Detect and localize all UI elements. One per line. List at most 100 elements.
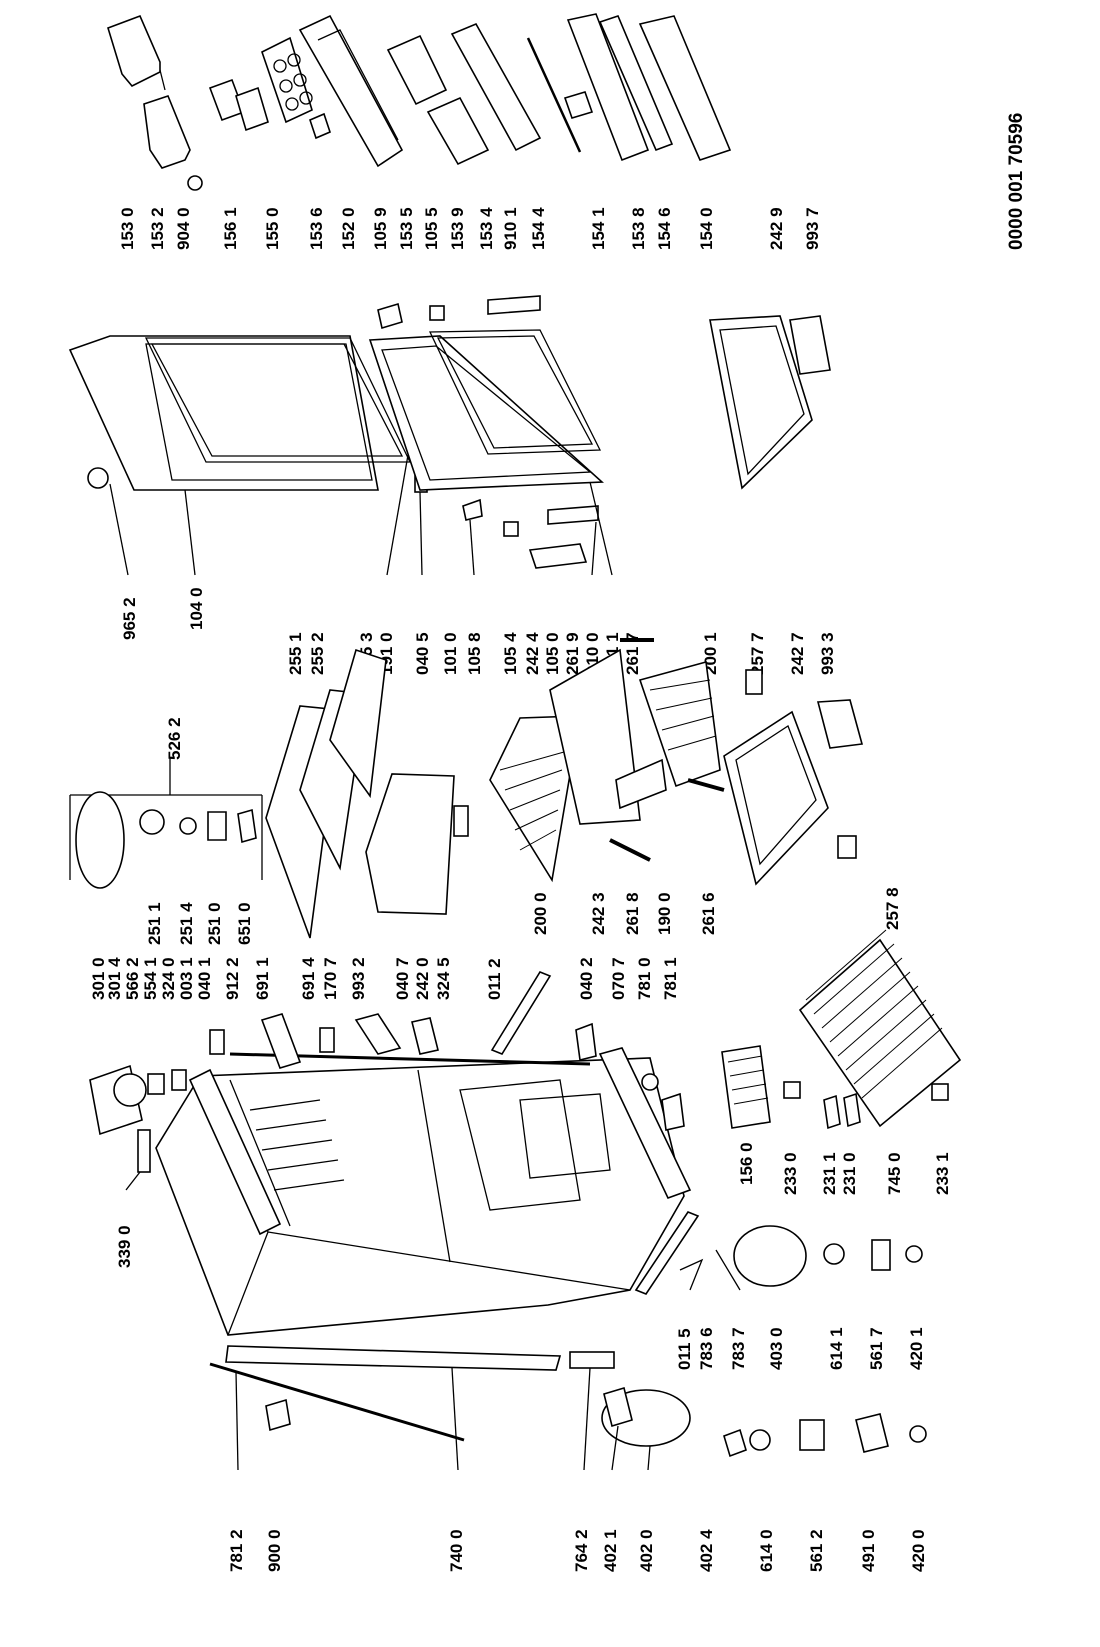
part-153-5 — [386, 34, 448, 106]
part-965-2 — [87, 467, 109, 489]
label-105-5: 105 5 — [422, 207, 441, 250]
label-153-4: 153 4 — [477, 207, 496, 250]
part-910-0 — [547, 505, 599, 525]
part-153-0 — [107, 14, 161, 87]
part-324-5 — [453, 805, 469, 837]
part-251-assembly — [75, 791, 125, 889]
doors — [68, 315, 831, 569]
label-745-0: 745 0 — [885, 1152, 904, 1195]
part-324-0 — [171, 1069, 187, 1091]
label-155-0: 155 0 — [263, 207, 282, 250]
part-691-4 — [319, 1027, 335, 1053]
part-561-2 — [799, 1419, 825, 1451]
label-153-5: 153 5 — [397, 207, 416, 250]
part-233-0 — [783, 1081, 801, 1099]
part-231-0 — [843, 1092, 861, 1128]
label-251-0: 251 0 — [205, 902, 224, 945]
part-200-1 — [638, 660, 721, 788]
label-242-0: 242 0 — [413, 957, 432, 1000]
part-152-0 — [298, 14, 404, 168]
label-070-7: 070 7 — [609, 957, 628, 1000]
label-105-8: 105 8 — [465, 632, 484, 675]
label-040-5: 040 5 — [413, 632, 432, 675]
label-156-0: 156 0 — [737, 1142, 756, 1185]
part-153-2 — [143, 95, 191, 169]
label-993-2: 993 2 — [349, 957, 368, 1000]
part-011-5 — [634, 1211, 700, 1295]
part-420-1 — [905, 1245, 923, 1263]
label-257-8: 257 8 — [883, 887, 902, 930]
part-781-1 — [661, 1092, 685, 1131]
label-251-1: 251 1 — [145, 902, 164, 945]
part-011-2 — [490, 971, 552, 1055]
part-233-1 — [931, 1083, 949, 1101]
part-040-7 — [411, 1017, 439, 1055]
label-154-1: 154 1 — [589, 207, 608, 250]
bottom-components — [209, 1211, 927, 1458]
part-105-8 — [462, 498, 483, 521]
label-156-1: 156 1 — [221, 207, 240, 250]
label-614-1: 614 1 — [827, 1327, 846, 1370]
part-104-0 — [68, 335, 379, 491]
label-781-0: 781 0 — [635, 957, 654, 1000]
part-040-2 — [575, 1022, 597, 1061]
part-339-0 — [137, 1129, 151, 1173]
top-row-labels: 153 0 153 2 904 0 156 1 155 0 153 6 152 … — [118, 207, 716, 250]
label-491-0: 491 0 — [859, 1529, 878, 1572]
label-324-5: 324 5 — [434, 957, 453, 1000]
part-420-0 — [909, 1425, 927, 1443]
label-003-1: 003 1 — [177, 957, 196, 1000]
label-900-0: 900 0 — [265, 1529, 284, 1572]
label-040-7: 040 7 — [393, 957, 412, 1000]
part-745-0 — [798, 938, 962, 1128]
part-154-6 — [598, 15, 674, 152]
label-301-4: 301 4 — [105, 957, 124, 1000]
part-993-2 — [354, 1013, 402, 1055]
cabinet — [89, 971, 692, 1336]
label-783-6: 783 6 — [697, 1327, 716, 1370]
bottom-leaders — [125, 1171, 651, 1471]
label-651-0: 651 0 — [235, 902, 254, 945]
label-339-0: 339 0 — [115, 1225, 134, 1268]
label-153-2: 153 2 — [148, 207, 167, 250]
label-105-9: 105 9 — [371, 207, 390, 250]
label-154-0: 154 0 — [697, 207, 716, 250]
part-153-6 — [309, 112, 331, 140]
part-154-4 — [526, 37, 582, 153]
part-566-2 — [113, 1073, 147, 1107]
label-153-8: 153 8 — [629, 207, 648, 250]
condenser-racks — [721, 929, 962, 1130]
part-402-4 — [723, 1428, 747, 1458]
label-420-0: 420 0 — [909, 1529, 928, 1572]
part-257-8 — [837, 835, 857, 859]
part-156-1b — [235, 86, 269, 132]
part-614-1 — [823, 1243, 845, 1265]
label-154-4: 154 4 — [529, 207, 548, 250]
label-781-2: 781 2 — [227, 1529, 246, 1572]
label-153-9: 153 9 — [448, 207, 467, 250]
label-781-1: 781 1 — [661, 957, 680, 1000]
part-255-3 — [329, 648, 387, 799]
label-011-5: 011 5 — [675, 1328, 694, 1370]
part-783-7 — [715, 1249, 741, 1291]
label-904-0: 904 0 — [174, 207, 193, 250]
label-242-7: 242 7 — [788, 632, 807, 675]
label-420-1: 420 1 — [907, 1327, 926, 1370]
label-152-0: 152 0 — [339, 207, 358, 250]
part-900-0 — [265, 1398, 291, 1432]
part-261-6 — [687, 778, 725, 792]
label-691-4: 691 4 — [299, 957, 318, 1000]
label-251-4: 251 4 — [177, 902, 196, 945]
label-403-0: 403 0 — [767, 1327, 786, 1370]
part-781-2 — [209, 1362, 465, 1442]
label-231-0: 231 0 — [840, 1152, 859, 1195]
part-070-7 — [598, 1047, 692, 1200]
part-561-7 — [871, 1239, 891, 1271]
part-910-1 — [487, 295, 541, 315]
label-261-8: 261 8 — [623, 892, 642, 935]
label-242-3: 242 3 — [589, 892, 608, 935]
label-324-0: 324 0 — [159, 957, 178, 1000]
part-491-0 — [855, 1413, 889, 1453]
